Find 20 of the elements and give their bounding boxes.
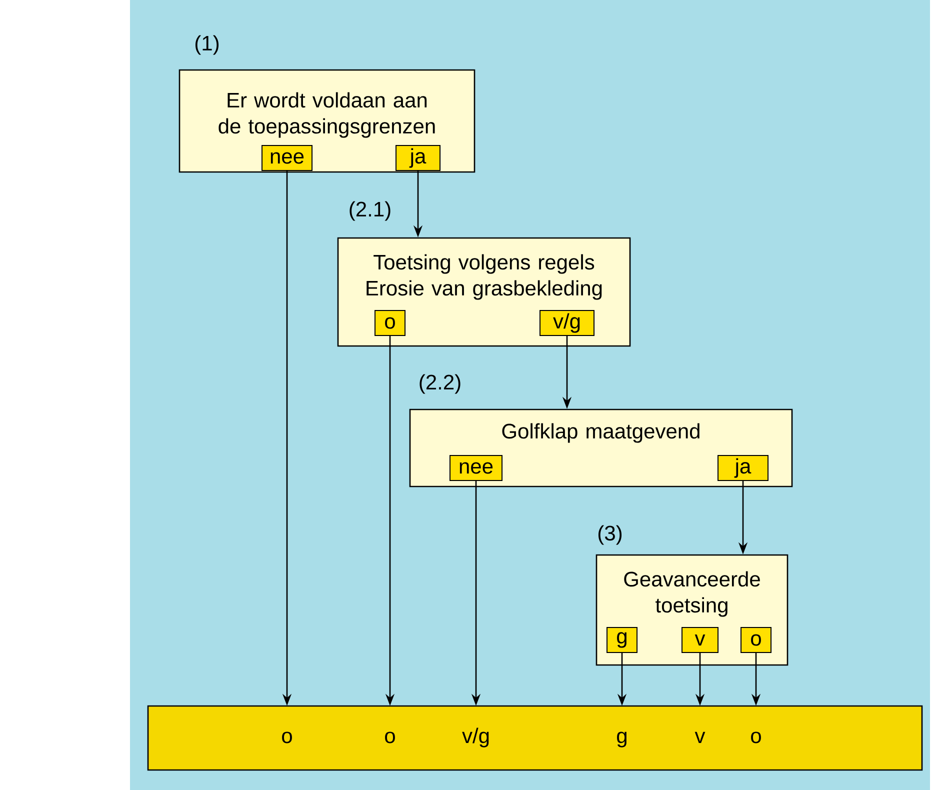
- step-number: (2.2): [420, 374, 460, 394]
- step-number: (2.1): [350, 201, 390, 221]
- result-label: o: [282, 732, 292, 744]
- answer-tag: v/g: [540, 310, 594, 336]
- result-label: g: [617, 732, 626, 748]
- result-bar: [147, 705, 923, 771]
- result-label: v/g: [462, 728, 489, 748]
- answer-tag: nee: [450, 455, 502, 481]
- step-number: (1): [195, 35, 219, 55]
- answer-tag: v: [682, 627, 718, 653]
- answer-tag: g: [606, 627, 638, 653]
- result-label: v: [694, 732, 706, 743]
- answer-tag: o: [740, 627, 772, 653]
- answer-tag: nee: [262, 145, 312, 171]
- answer-tag: o: [374, 310, 406, 336]
- answer-tag: ja: [718, 455, 768, 481]
- result-label: o: [751, 732, 761, 744]
- step-number: (3): [598, 525, 622, 545]
- result-label: o: [385, 732, 395, 744]
- answer-tag: ja: [396, 145, 440, 171]
